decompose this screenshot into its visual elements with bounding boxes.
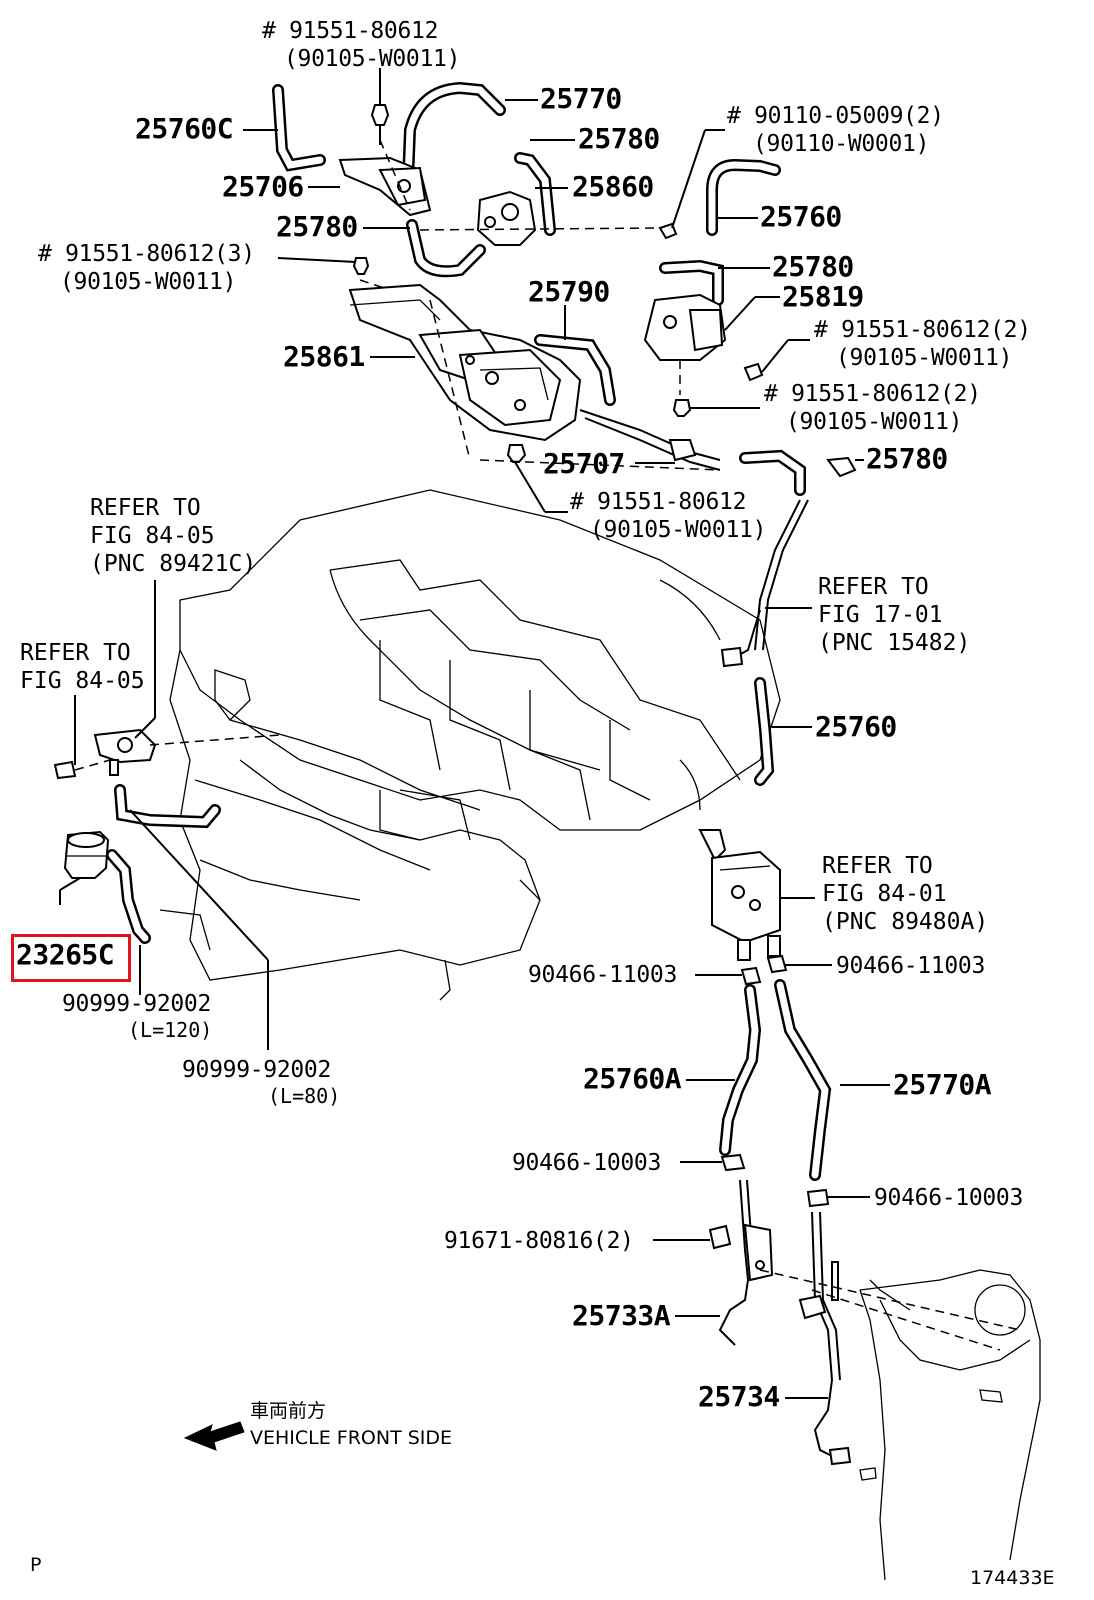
ref-line: FIG 17-01 [818, 602, 943, 628]
callout-23265C[interactable]: 23265C [16, 938, 115, 971]
callout-90999-92002[interactable]: 90999-92002 [62, 991, 212, 1017]
callout-90105-w0011[interactable]: (90105-W0011) [284, 46, 461, 72]
callout-90466-10003[interactable]: 90466-10003 [512, 1150, 662, 1176]
callout-25819[interactable]: 25819 [782, 280, 864, 313]
transmission-housing [859, 1269, 1041, 1581]
callout-25760[interactable]: 25760 [815, 710, 897, 743]
callout-25780[interactable]: 25780 [772, 250, 854, 283]
canister-pressure-sensor [698, 829, 1021, 1466]
vehicle-front-label-jp: 車両前方 [250, 1400, 327, 1422]
ref-line: FIG 84-01 [822, 881, 947, 907]
ref-line: REFER TO [822, 853, 933, 879]
callout-90110-05009-2[interactable]: # 90110-05009(2) [727, 103, 944, 129]
callout-90466-11003[interactable]: 90466-11003 [528, 962, 678, 988]
figure-id: 174433E [970, 1567, 1055, 1589]
callout-91551-80612-2[interactable]: # 91551-80612(2) [764, 381, 981, 407]
refer-fig-84-05[interactable]: REFER TO FIG 84-05 [20, 639, 145, 695]
ref-line: REFER TO [20, 640, 131, 666]
callout-91551-80612-3[interactable]: # 91551-80612(3) [38, 241, 255, 267]
refer-fig-84-01-pnc-89480a[interactable]: REFER TO FIG 84-01 (PNC 89480A) [822, 852, 988, 936]
callout-25770A[interactable]: 25770A [893, 1068, 992, 1101]
highlight-box [11, 934, 131, 982]
callout-90105-w0011[interactable]: (90105-W0011) [786, 409, 963, 435]
callout-25734[interactable]: 25734 [698, 1380, 780, 1413]
callout-91551-80612-2[interactable]: # 91551-80612(2) [814, 317, 1031, 343]
callout-25790[interactable]: 25790 [528, 275, 610, 308]
callout-25780[interactable]: 25780 [578, 122, 660, 155]
ref-line: REFER TO [90, 495, 201, 521]
vsv-bracket-assembly [272, 81, 678, 301]
callout-90110-w0001[interactable]: (90110-W0001) [753, 131, 930, 157]
callout-91551-80612[interactable]: # 91551-80612 [262, 18, 439, 44]
callout-91551-80612[interactable]: # 91551-80612 [570, 489, 747, 515]
callout-90105-w0011[interactable]: (90105-W0011) [836, 345, 1013, 371]
callout-25706[interactable]: 25706 [222, 170, 304, 203]
callout-90999-92002[interactable]: 90999-92002 [182, 1057, 332, 1083]
vsv-25819-assembly [643, 158, 781, 417]
callout-25861[interactable]: 25861 [283, 340, 365, 373]
callout-25733A[interactable]: 25733A [572, 1299, 671, 1332]
callout-25707[interactable]: 25707 [543, 447, 625, 480]
ref-line: (PNC 89421C) [90, 551, 257, 577]
left-vsv-assembly [53, 728, 281, 944]
callout-90105-w0011[interactable]: (90105-W0011) [590, 517, 767, 543]
egr-bracket-assembly [348, 283, 721, 471]
footer-left-mark: P [30, 1554, 42, 1576]
callout-25780[interactable]: 25780 [866, 442, 948, 475]
right-hose-pipe [720, 449, 857, 786]
hose-length-l80: (L=80) [268, 1084, 341, 1108]
callout-25860[interactable]: 25860 [572, 170, 654, 203]
ref-line: REFER TO [818, 574, 929, 600]
vehicle-front-arrow [183, 1421, 245, 1451]
ref-line: (PNC 89480A) [822, 909, 989, 935]
callout-90105-w0011[interactable]: (90105-W0011) [60, 269, 237, 295]
callout-90466-10003[interactable]: 90466-10003 [874, 1185, 1024, 1211]
hose-length-l120: (L=120) [128, 1018, 213, 1042]
callout-25770[interactable]: 25770 [540, 82, 622, 115]
callout-91671-80816-2[interactable]: 91671-80816(2) [444, 1228, 634, 1254]
callout-25760A[interactable]: 25760A [583, 1062, 682, 1095]
ref-line: FIG 84-05 [90, 523, 215, 549]
ref-line: FIG 84-05 [20, 668, 145, 694]
leader-lines [59, 68, 890, 1399]
ref-line: (PNC 15482) [818, 630, 971, 656]
engine-intake-manifold [159, 489, 781, 1001]
callout-25760[interactable]: 25760 [760, 200, 842, 233]
refer-fig-84-05-pnc-89421c[interactable]: REFER TO FIG 84-05 (PNC 89421C) [90, 494, 256, 578]
refer-fig-17-01-pnc-15482[interactable]: REFER TO FIG 17-01 (PNC 15482) [818, 573, 970, 657]
vehicle-front-label: VEHICLE FRONT SIDE [250, 1427, 453, 1449]
callout-25780[interactable]: 25780 [276, 210, 358, 243]
callout-90466-11003[interactable]: 90466-11003 [836, 953, 986, 979]
callout-25760C[interactable]: 25760C [135, 112, 234, 145]
